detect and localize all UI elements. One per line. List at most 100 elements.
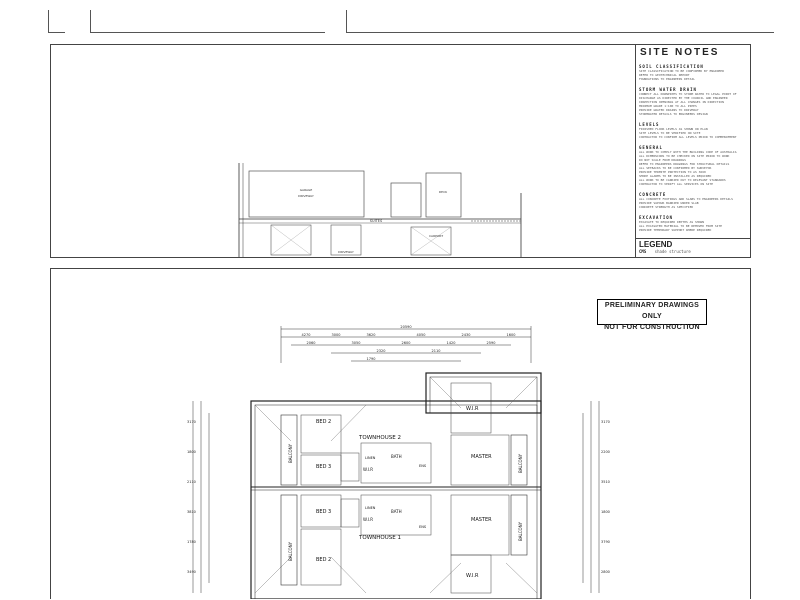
preliminary-stamp: PRELIMINARY DRAWINGS ONLY NOT FOR CONSTR…: [597, 299, 707, 331]
notes-line: PROVIDE TERMITE PROTECTION TO AS 3660: [639, 170, 706, 174]
dim-top: 1420: [447, 341, 456, 345]
notes-line: EXCAVATE TO REQUIRED DEPTHS AS SHOWN: [639, 220, 705, 224]
notes-section-levels: LEVELS FINISHED FLOOR LEVELS AS SHOWN ON…: [639, 122, 747, 139]
dim-right: 3510: [601, 480, 610, 484]
dim-right: 3790: [601, 540, 610, 544]
room-linen-top: LINEN: [365, 456, 376, 460]
dim-top: 4050: [417, 333, 426, 337]
notes-heading: EXCAVATION: [639, 215, 674, 220]
dim-top: 3620: [367, 333, 376, 337]
room-townhouse-2: TOWNHOUSE 2: [358, 435, 401, 441]
dim-top: 2590: [487, 341, 496, 345]
side-dimensions: 3170 1800 2110 3810 1780 3490 3170 2200 …: [187, 420, 610, 574]
side-dimension-lines: [192, 401, 600, 593]
notes-line: REFER TO ENGINEERS DRAWINGS FOR STRUCTUR…: [639, 162, 730, 166]
notes-section-excavation: EXCAVATION EXCAVATE TO REQUIRED DEPTHS A…: [639, 215, 747, 232]
room-ens-top: ENS: [419, 464, 427, 468]
notes-section-storm-water: STORM WATER DRAIN CONNECT ALL DOWNPIPES …: [639, 87, 747, 116]
legend-title: LEGEND: [639, 240, 673, 249]
notes-line: MINIMUM GRADE 1:100 TO ALL PIPES: [639, 104, 697, 108]
notes-line: FOUNDATIONS TO ENGINEERS DETAIL: [639, 77, 695, 81]
notes-heading: CONCRETE: [639, 192, 667, 197]
site-label-garage: GARAGE: [300, 188, 313, 192]
notes-line: FINISHED FLOOR LEVELS AS SHOWN ON PLAN: [639, 127, 708, 131]
legend-item-code: CMS: [639, 249, 647, 254]
notes-line: ALL CONCRETE FOOTINGS AND SLABS TO ENGIN…: [639, 197, 733, 201]
notes-line: REFER TO GEOTECHNICAL REPORT: [639, 73, 690, 77]
room-wir-top-right: W.I.R: [466, 406, 479, 412]
dim-top-overall: 20590: [400, 325, 411, 329]
room-wir-bottom-right: W.I.R: [466, 573, 479, 579]
dim-left: 2110: [187, 480, 196, 484]
room-balcony-left-bottom: BALCONY: [288, 541, 293, 561]
dim-top: 3050: [352, 341, 361, 345]
notes-line: SMOKE ALARMS TO BE INSTALLED AS REQUIRED: [639, 174, 712, 178]
notes-heading: GENERAL: [639, 145, 663, 150]
floor-plan-drawing: 20590 4270 3000 3620 4050 2430 1600 2060…: [187, 325, 610, 599]
room-townhouse-1: TOWNHOUSE 1: [358, 535, 401, 541]
dim-left: 1800: [187, 450, 196, 454]
room-wir-bottom-left: W.I.R: [363, 517, 373, 522]
dim-top: 2430: [462, 333, 471, 337]
room-ens-bottom: ENS: [419, 525, 427, 529]
stamp-line-1: PRELIMINARY DRAWINGS ONLY: [604, 302, 700, 320]
interior-walls: [300, 382, 510, 594]
site-plan-drawing: GARAGE DRIVEWAY SUITES DECK CARPORT DRIV…: [238, 163, 522, 257]
site-label-deck: DECK: [439, 190, 448, 194]
legend-item: CMS shade structure: [636, 249, 750, 254]
room-bed-2-top: BED 2: [316, 419, 331, 425]
room-linen-bottom: LINEN: [365, 506, 376, 510]
dim-top: 1600: [507, 333, 516, 337]
top-dimension-lines: [280, 326, 532, 363]
dim-top: 2320: [377, 349, 386, 353]
notes-line: PROVIDE VAPOUR BARRIER UNDER SLAB: [639, 201, 699, 205]
room-master-bottom: MASTER: [471, 517, 492, 523]
notes-line: ALL SETBACKS TO BE CONFIRMED BY SURVEYOR: [639, 166, 712, 170]
site-plan-sheet: GARAGE DRIVEWAY SUITES DECK CARPORT DRIV…: [50, 44, 751, 258]
dim-left: 1780: [187, 540, 196, 544]
building-walls: [250, 372, 542, 599]
room-wir-top-left: W.I.R: [363, 467, 373, 472]
notes-line: ALL WORK TO COMPLY WITH THE BUILDING COD…: [639, 150, 737, 154]
dim-top: 2600: [402, 341, 411, 345]
header-box-left: [48, 10, 65, 33]
notes-line: CONCRETE STRENGTH AS SPECIFIED: [639, 205, 694, 209]
room-balcony-left-top: BALCONY: [288, 443, 293, 463]
dim-right: 2200: [601, 450, 610, 454]
site-notes-title: SITE NOTES: [640, 47, 720, 58]
notes-section-general: GENERAL ALL WORK TO COMPLY WITH THE BUIL…: [639, 145, 747, 186]
notes-heading: STORM WATER DRAIN: [639, 87, 697, 92]
room-labels: TOWNHOUSE 2 TOWNHOUSE 1 BED 2 BED 3 BED …: [288, 406, 523, 579]
notes-heading: LEVELS: [639, 122, 660, 127]
header-box-right: [346, 10, 774, 33]
room-master-top: MASTER: [471, 454, 492, 460]
notes-line: ALL DIMENSIONS TO BE CHECKED ON SITE PRI…: [639, 154, 730, 158]
notes-line: CONTRACTOR TO VERIFY ALL SERVICES ON SIT…: [639, 182, 714, 186]
notes-section-soil: SOIL CLASSIFICATION SITE CLASSIFICATION …: [639, 64, 747, 81]
notes-line: DO NOT SCALE FROM DRAWINGS: [639, 158, 686, 162]
notes-heading: SOIL CLASSIFICATION: [639, 64, 704, 69]
room-balcony-right-top: BALCONY: [518, 453, 523, 473]
notes-line: DISCHARGE AS DIRECTED BY THE COUNCIL AND…: [639, 96, 728, 100]
dim-left: 3170: [187, 420, 196, 424]
site-label-driveway-2: DRIVEWAY: [338, 250, 354, 254]
dim-top: 2060: [307, 341, 316, 345]
legend-box: LEGEND CMS shade structure: [636, 238, 750, 258]
room-bath-top: BATH: [391, 454, 402, 459]
roof-lines: [254, 376, 538, 594]
notes-line: CONNECT ALL DOWNPIPES TO STORM WATER TO …: [639, 92, 737, 96]
room-bed-3-top: BED 3: [316, 464, 331, 470]
notes-section-concrete: CONCRETE ALL CONCRETE FOOTINGS AND SLABS…: [639, 192, 747, 209]
dim-right: 2800: [601, 570, 610, 574]
notes-line: STORMWATER DETAILS TO ENGINEERS DESIGN: [639, 112, 708, 116]
notes-line: SITE CLASSIFICATION TO BE CONFIRMED BY E…: [639, 69, 724, 73]
site-label-driveway: DRIVEWAY: [298, 194, 314, 198]
notes-line: CONTRACTOR TO CONFIRM ALL LEVELS PRIOR T…: [639, 135, 737, 139]
notes-line: SITE LEVELS TO BE VERIFIED ON SITE: [639, 131, 701, 135]
dim-top: 2110: [432, 349, 441, 353]
site-label-carport: CARPORT: [429, 234, 443, 238]
room-balcony-right-bottom: BALCONY: [518, 521, 523, 541]
legend-item-text: shade structure: [654, 249, 691, 254]
dim-left: 3810: [187, 510, 196, 514]
room-bed-2-bottom: BED 2: [316, 557, 331, 563]
